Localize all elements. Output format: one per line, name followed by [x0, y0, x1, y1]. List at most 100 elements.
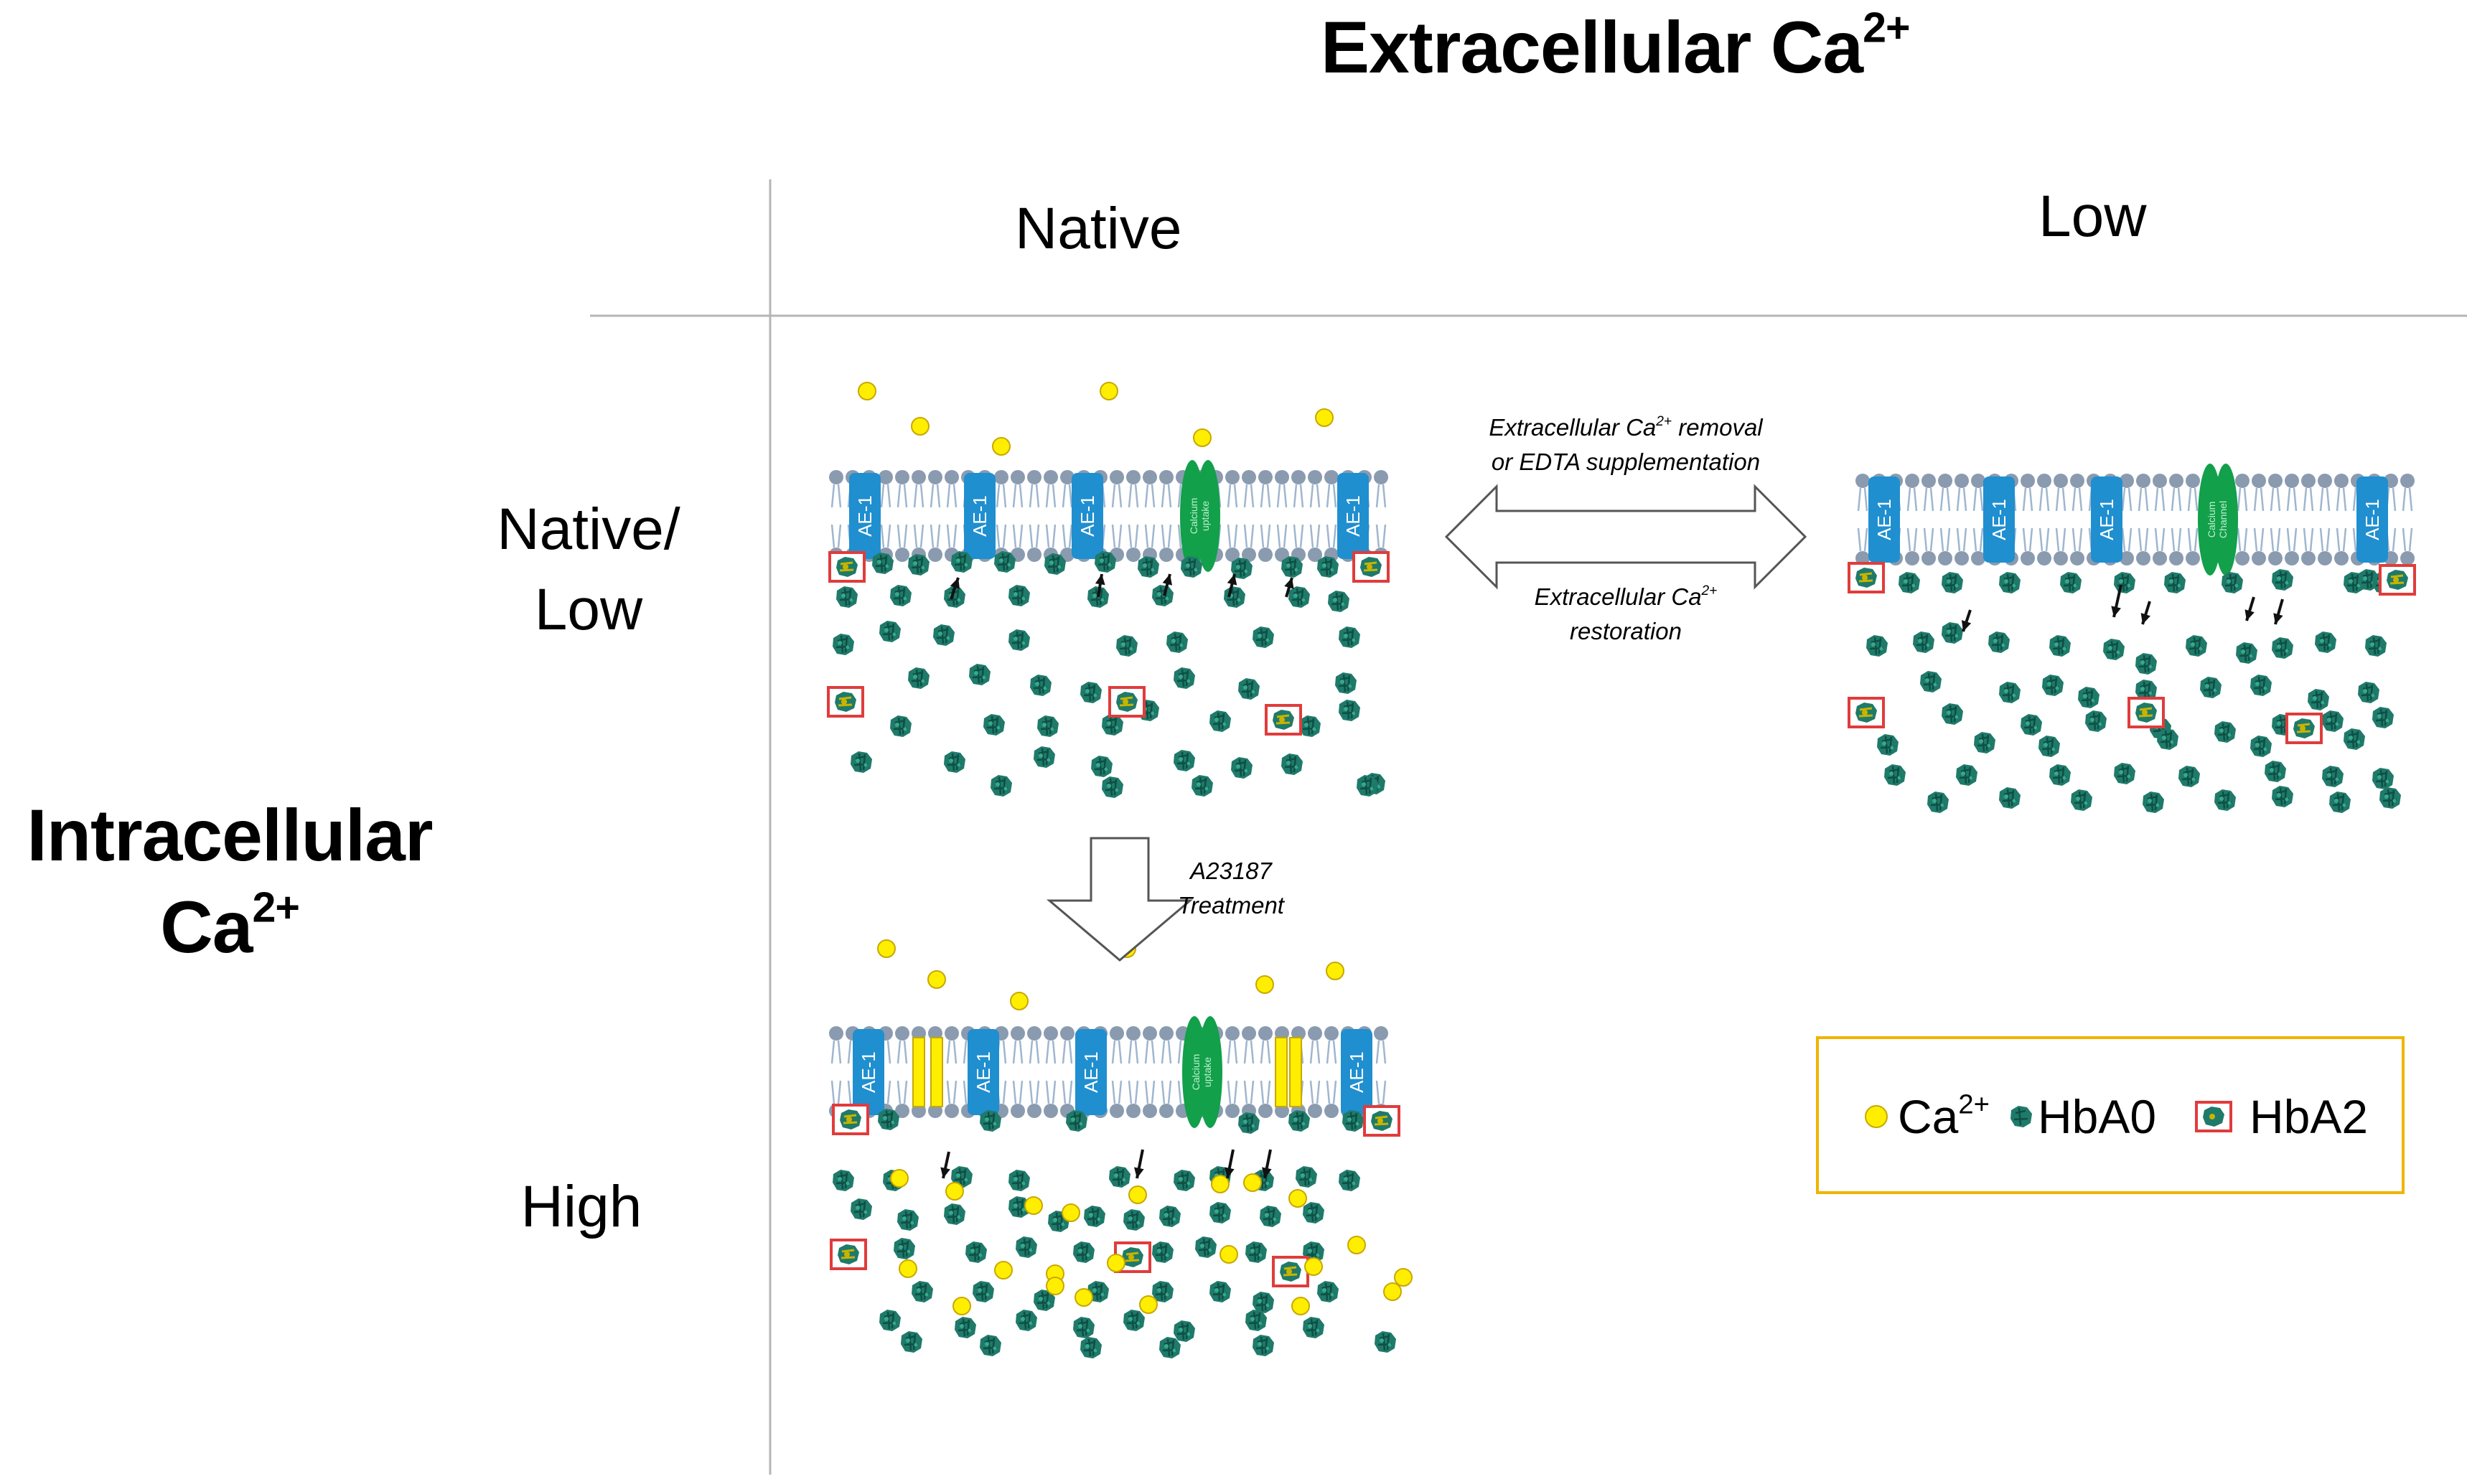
hba0-molecule: [1998, 570, 2022, 595]
lipid: [828, 469, 845, 563]
lipid: [1059, 1025, 1076, 1119]
removal-note-sup: 2+: [1656, 414, 1672, 430]
hba0-molecule: [2184, 634, 2209, 658]
calcium-channel-label: Calcium: [1188, 498, 1199, 535]
arrow-head: [1227, 574, 1237, 586]
hba2-molecule: [1108, 686, 1146, 718]
lipid: [993, 469, 1010, 563]
hba0-molecule: [1940, 702, 1965, 726]
ae1-label: AE-1: [1080, 1051, 1102, 1093]
lipid: [894, 469, 911, 563]
lipid: [2135, 472, 2152, 567]
hba0-molecule: [1190, 774, 1214, 798]
arrow-head: [1225, 1167, 1235, 1178]
movement-arrow: [2273, 598, 2284, 625]
ae1-transporter: [1983, 476, 2015, 563]
hba0-molecule: [1287, 1109, 1311, 1133]
lipid: [1125, 1025, 1142, 1119]
calcium-ion: [890, 1169, 909, 1188]
hba0-molecule: [1337, 625, 1362, 649]
calcium-ion: [1046, 1277, 1064, 1295]
lipid: [1141, 1025, 1158, 1119]
arrow-head: [2140, 613, 2150, 624]
hba0-molecule: [1301, 1201, 1326, 1225]
hba0-molecule: [2270, 784, 2295, 809]
ae1-transporter: [853, 1029, 884, 1115]
row-header-native-low: Native/ Low: [459, 489, 718, 650]
hba0-molecule: [1072, 1240, 1096, 1264]
movement-arrow: [1961, 609, 1972, 632]
hba0-molecule: [1326, 589, 1351, 614]
hba0-molecule: [1865, 634, 1889, 658]
hba0-molecule: [2019, 713, 2044, 737]
hba0-molecule: [1373, 1330, 1398, 1354]
restoration-note-line1: Extracellular Ca2+: [1403, 580, 1848, 614]
lipid: [910, 469, 927, 563]
hba0-molecule: [942, 750, 967, 774]
ae1-transporter: [1341, 1029, 1372, 1115]
hba0-molecule: [2328, 790, 2352, 814]
lipid: [1009, 1025, 1026, 1119]
calcium-ion: [1315, 408, 1334, 427]
hba0-molecule: [835, 585, 859, 609]
lipid: [1904, 472, 1921, 567]
hba0-molecule: [1165, 630, 1189, 654]
hba0-molecule: [1883, 763, 1907, 787]
movement-arrow: [2111, 584, 2122, 618]
hba0-molecule: [1014, 1235, 1039, 1259]
arrow-head: [950, 578, 960, 589]
intracellular-ca-title: Intracellular Ca2+: [7, 789, 452, 973]
hba0-molecule: [2234, 641, 2259, 665]
ionophore-pore: [1289, 1037, 1302, 1107]
hba0-molecule: [1007, 628, 1031, 652]
restoration-note-line2: restoration: [1570, 618, 1682, 644]
calcium-ion: [1193, 428, 1212, 447]
hba0-molecule: [2177, 764, 2201, 789]
column-header-low: Low: [2038, 184, 2147, 249]
hba2-molecule: [827, 686, 864, 718]
calcium-ion: [1220, 1245, 1238, 1264]
hba0-molecule: [1251, 1290, 1275, 1315]
lipid: [1273, 469, 1291, 563]
hba0-molecule: [2141, 790, 2166, 814]
arrow-head: [1262, 1167, 1272, 1178]
hba0-molecule: [1014, 1308, 1039, 1333]
lipid: [1323, 1025, 1340, 1119]
hba0-molecule: [1029, 673, 1053, 698]
hba0-molecule: [1036, 714, 1060, 738]
lipid: [1937, 472, 1954, 567]
hba0-molecule: [1007, 1168, 1031, 1193]
movement-arrow: [950, 577, 960, 600]
hba0-molecule: [2356, 680, 2381, 705]
lipid: [1306, 1025, 1324, 1119]
ae1-label: AE-1: [2361, 499, 2383, 540]
hba0-molecule: [2155, 727, 2180, 751]
hba0-molecule: [2163, 570, 2187, 595]
hba0-molecule: [1079, 680, 1103, 705]
ae1-label: AE-1: [2096, 499, 2117, 540]
hba0-molecule: [831, 632, 856, 657]
hba0-molecule: [1897, 570, 1921, 595]
legend-ca-text: Ca: [1898, 1090, 1959, 1143]
hba0-molecule: [2102, 637, 2126, 662]
hba0-molecule: [1998, 786, 2022, 810]
hba0-molecule: [1237, 1111, 1261, 1135]
ae1-label: AE-1: [1342, 495, 1364, 537]
hba0-molecule: [1158, 1204, 1182, 1229]
calcium-ion: [858, 382, 876, 400]
calcium-ion: [1062, 1203, 1080, 1222]
ae1-label: AE-1: [969, 495, 991, 537]
hba2-molecule: [832, 1104, 869, 1135]
calcium-ion: [1326, 962, 1344, 980]
intracellular-title-line1: Intracellular: [27, 794, 433, 876]
lipid: [2267, 472, 2284, 567]
calcium-ion: [1347, 1236, 1366, 1254]
hba0-molecule: [2306, 687, 2331, 712]
legend: Ca2+ HbA0 HbA2: [1816, 1036, 2405, 1194]
hba0-molecule: [1251, 625, 1275, 649]
ae1-transporter: [968, 1029, 999, 1115]
movement-arrow: [1134, 1149, 1144, 1179]
hba0-molecule: [1151, 583, 1175, 608]
